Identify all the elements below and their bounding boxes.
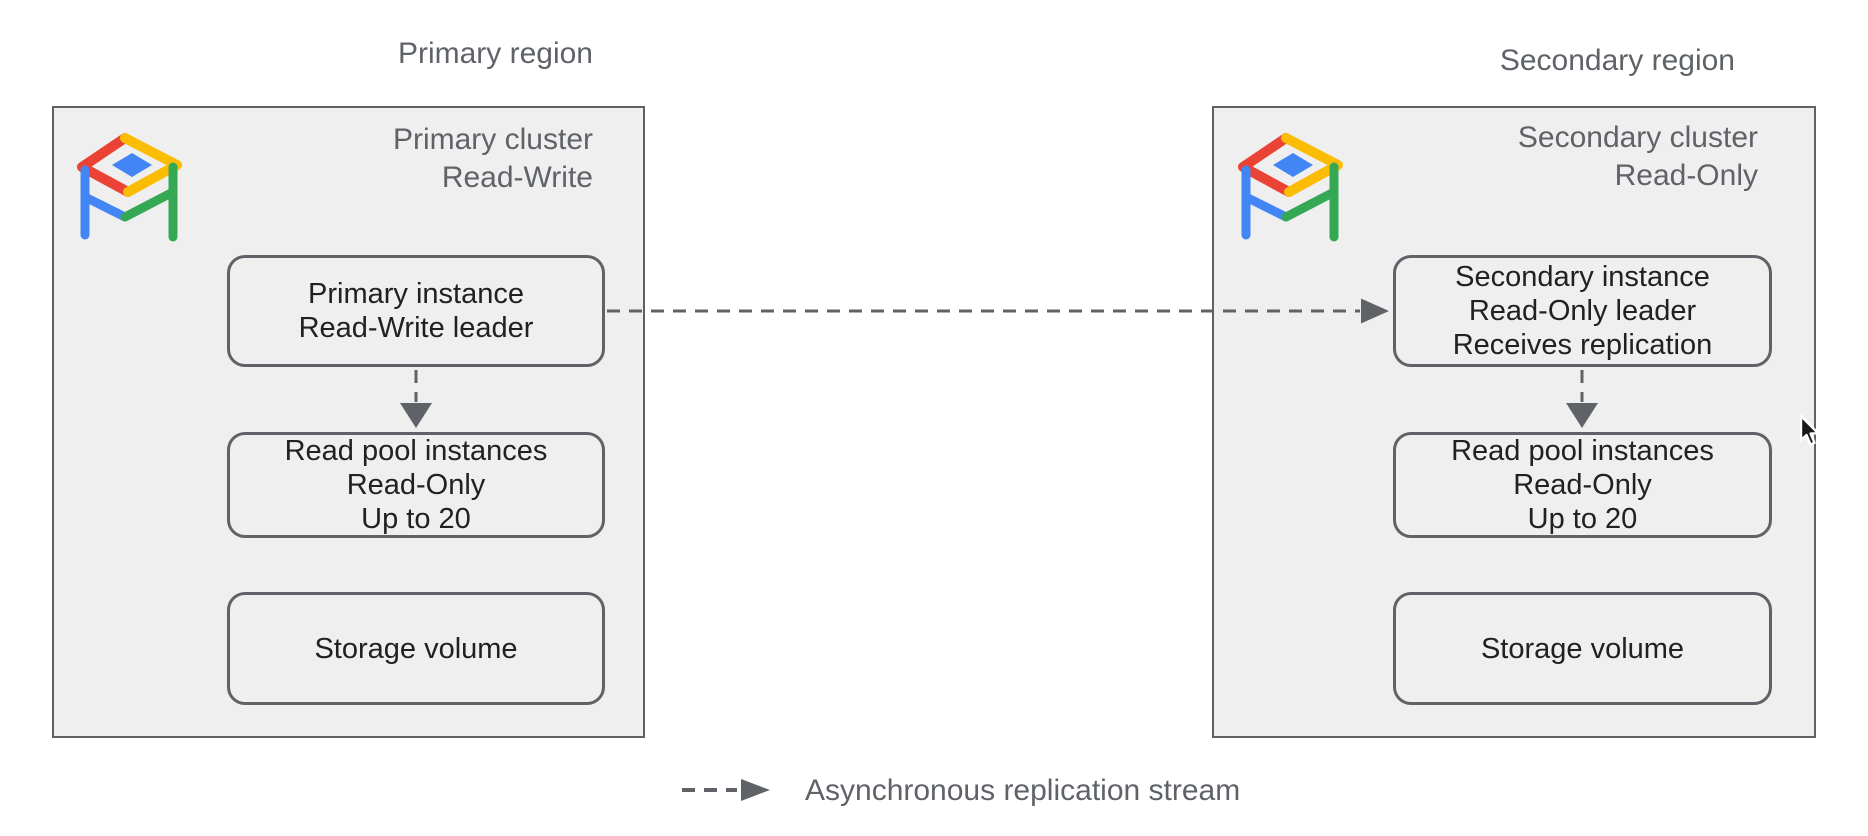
node-line: Primary instance: [308, 278, 524, 310]
secondary-instance-node: Secondary instance Read-Only leader Rece…: [1393, 255, 1772, 367]
primary-storage-volume-node: Storage volume: [227, 592, 605, 705]
legend-label: Asynchronous replication stream: [805, 774, 1241, 807]
node-line: Read-Only: [346, 469, 486, 501]
primary-cluster-title-line2: Read-Write: [441, 161, 593, 194]
node-line: Up to 20: [361, 503, 471, 535]
primary-cluster-title-line1: Primary cluster: [392, 123, 593, 156]
primary-region-label: Primary region: [397, 37, 593, 70]
secondary-storage-volume-node: Storage volume: [1393, 592, 1772, 705]
alloydb-icon: [77, 133, 182, 242]
node-line: Receives replication: [1452, 329, 1713, 361]
secondary-region-label: Secondary region: [1499, 44, 1735, 77]
secondary-cluster-title-line1: Secondary cluster: [1517, 121, 1758, 154]
node-line: Storage volume: [1480, 632, 1685, 665]
node-line: Storage volume: [314, 632, 518, 665]
primary-read-pool-node: Read pool instances Read-Only Up to 20: [227, 432, 605, 538]
secondary-cluster-title-line2: Read-Only: [1614, 159, 1758, 192]
node-line: Read-Only: [1513, 469, 1652, 501]
node-line: Secondary instance: [1455, 261, 1710, 293]
node-line: Read pool instances: [284, 435, 548, 467]
primary-cluster-title: Primary cluster Read-Write: [393, 121, 593, 197]
node-line: Read-Write leader: [298, 312, 534, 344]
alloydb-icon: [1238, 133, 1343, 242]
legend-dashed-arrow-icon: [682, 779, 770, 801]
node-line: Read-Only leader: [1468, 295, 1697, 327]
node-line: Up to 20: [1527, 503, 1638, 535]
node-line: Read pool instances: [1451, 435, 1714, 467]
primary-instance-node: Primary instance Read-Write leader: [227, 255, 605, 367]
secondary-read-pool-node: Read pool instances Read-Only Up to 20: [1393, 432, 1772, 538]
secondary-cluster-title: Secondary cluster Read-Only: [1518, 119, 1758, 195]
